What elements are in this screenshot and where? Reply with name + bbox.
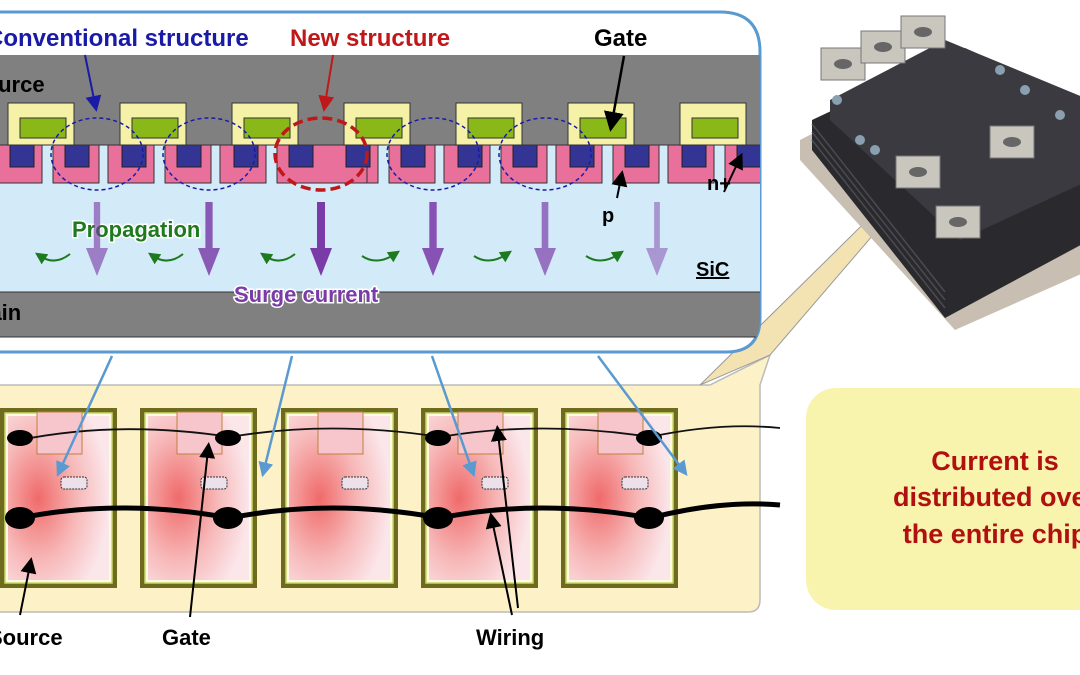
gate-label: Gate (594, 25, 647, 52)
source-bond (213, 507, 243, 529)
callout-box: Current is distributed over the entire c… (806, 388, 1080, 610)
n-plus-region (681, 144, 707, 168)
surge-current-label: Surge current (234, 282, 379, 307)
observed-area (341, 476, 369, 490)
zoom-connector-line (596, 355, 688, 477)
new-structure-circle (273, 116, 369, 192)
zoom-connector-line (56, 355, 114, 477)
zoom-connector-line (430, 355, 477, 478)
n-plus-pointer-arrow (723, 152, 743, 193)
new-pointer-arrow (318, 54, 335, 112)
callout-line-2: distributed over (893, 482, 1080, 512)
n-plus-region (400, 144, 426, 168)
gate-bond (7, 430, 33, 446)
propagation-arrow (35, 252, 71, 265)
source-bond (634, 507, 664, 529)
source-bond (5, 507, 35, 529)
drain-metal (0, 291, 760, 338)
conventional-pointer-arrow (84, 54, 102, 112)
n-plus-region (624, 144, 650, 168)
zoom-connector-line (258, 355, 294, 478)
surge-arrow (310, 202, 332, 276)
n-plus-region (64, 144, 90, 168)
gate-bond (425, 430, 451, 446)
surge-arrow (198, 202, 220, 276)
propagation-arrow (585, 250, 624, 263)
source-bond (423, 507, 453, 529)
n-plus-region (736, 144, 760, 168)
gate-electrode (691, 117, 739, 139)
cross-section-panel: Conventional structure New structure Gat… (0, 10, 762, 354)
conventional-structure-circle (498, 117, 592, 191)
sic-label: SiC (696, 259, 729, 281)
n-plus-region (512, 144, 538, 168)
gate-bond (215, 430, 241, 446)
gate-electrode (355, 117, 403, 139)
gate-electrode (19, 117, 67, 139)
n-plus-region (9, 144, 35, 168)
surge-arrow (422, 202, 444, 276)
chip-gate-label: Gate (162, 625, 211, 650)
conventional-structure-label: Conventional structure (0, 25, 249, 52)
drain-label: Drain (0, 300, 21, 325)
chip-gate-pointer (189, 442, 216, 618)
terminal-hole (834, 59, 852, 69)
gate-electrode (579, 117, 627, 139)
surge-arrow (646, 202, 668, 276)
surge-arrow (534, 202, 556, 276)
source-label: Source (0, 72, 45, 97)
chip-layout-panel (0, 353, 781, 613)
gate-pad (317, 411, 364, 455)
propagation-arrow (148, 252, 184, 265)
screw (995, 65, 1005, 75)
surge-arrow (86, 202, 108, 276)
terminal-hole (874, 42, 892, 52)
terminal-hole (914, 27, 932, 37)
observed-area (200, 476, 228, 490)
screw (855, 135, 865, 145)
chip-wiring-pointer-2 (490, 425, 519, 609)
callout-line-3: the entire chip (903, 519, 1080, 549)
observed-area (60, 476, 88, 490)
propagation-arrow (260, 252, 296, 265)
screw (1020, 85, 1030, 95)
p-pointer-arrow (611, 170, 628, 199)
chip-cell (281, 408, 398, 588)
conventional-structure-circle (386, 117, 480, 191)
chip-source-pointer (19, 557, 37, 616)
screw (870, 145, 880, 155)
observed-area (481, 476, 509, 490)
terminal-hole (949, 217, 967, 227)
terminal-hole (1003, 137, 1021, 147)
chip-wiring-label: Wiring (476, 625, 544, 650)
gate-pointer-arrow (603, 55, 626, 132)
gate-electrode (131, 117, 179, 139)
conventional-structure-circle (50, 117, 144, 191)
callout-line-1: Current is (931, 446, 1059, 476)
conventional-structure-circle (162, 117, 256, 191)
propagation-arrow (361, 250, 400, 263)
p-label: p (602, 205, 614, 227)
gate-electrode (467, 117, 515, 139)
observed-area (621, 476, 649, 490)
propagation-label: Propagation (72, 217, 200, 242)
new-structure-label: New structure (290, 25, 450, 52)
callout-background (806, 388, 1080, 610)
screw (832, 95, 842, 105)
n-plus-region (176, 144, 202, 168)
n-plus-region (288, 144, 314, 168)
terminal-hole (909, 167, 927, 177)
chip-wiring-pointer-1 (485, 512, 513, 616)
propagation-arrow (473, 250, 512, 263)
chip-source-label: Source (0, 625, 63, 650)
screw (1055, 110, 1065, 120)
module-top (830, 40, 1080, 240)
power-module-image (800, 15, 1080, 330)
gate-electrode (243, 117, 291, 139)
